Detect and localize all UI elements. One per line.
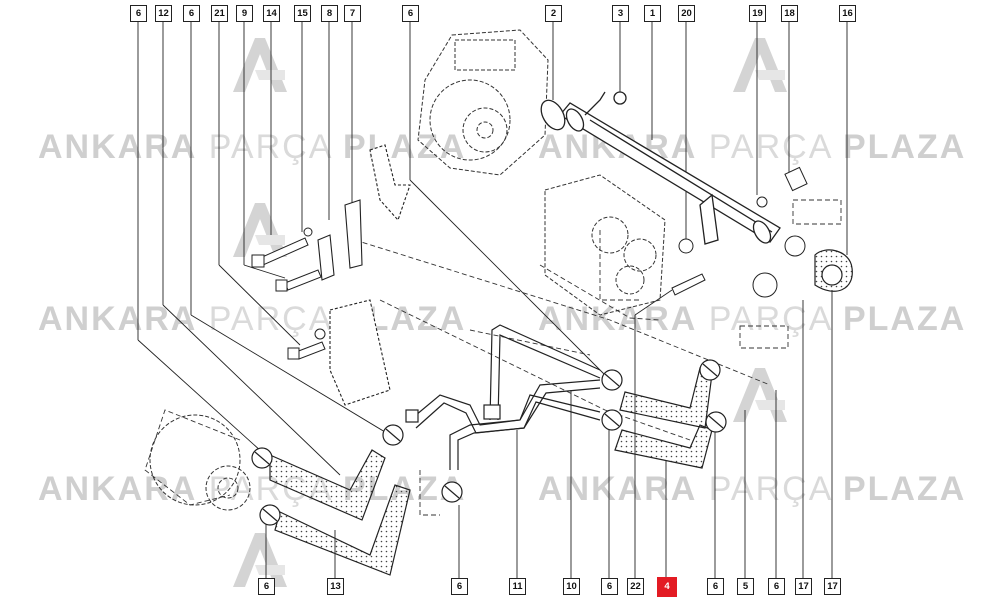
callout-bottom-10: 5 [737, 578, 754, 595]
watermark-brand-a: ANKARA [538, 470, 698, 508]
watermark-row-2-right: ANKARA PARÇA PLAZA [538, 300, 966, 339]
engine-block-top [417, 29, 549, 176]
callout-bottom-7: 22 [627, 578, 644, 595]
watermark-logo-icon [733, 38, 787, 92]
callout-top-5: 9 [236, 5, 253, 22]
watermark-logo-icon [233, 38, 287, 92]
hose-clips [251, 359, 727, 526]
watermark-brand-a: ANKARA [38, 300, 198, 338]
callout-top-1: 6 [130, 5, 147, 22]
hose-left-lower [274, 484, 411, 576]
callout-top-8: 8 [321, 5, 338, 22]
watermark-brand-b: PARÇA [208, 300, 332, 338]
thermostat-housing [544, 174, 666, 316]
callout-bottom-11: 6 [768, 578, 785, 595]
watermark-row-1-left: ANKARA PARÇA PLAZA [38, 128, 466, 167]
watermark-brand-c: PLAZA [342, 128, 467, 166]
callout-top-6: 14 [263, 5, 280, 22]
callout-top-13: 1 [644, 5, 661, 22]
hose-right-upper [619, 367, 713, 429]
watermark-brand-b: PARÇA [208, 128, 332, 166]
watermark-logo-icon [233, 203, 287, 257]
callout-top-2: 12 [155, 5, 172, 22]
watermark-logo-icon [733, 368, 787, 422]
hose-right-outlet [814, 249, 853, 292]
watermark-brand-b: PARÇA [708, 470, 832, 508]
callout-top-17: 16 [839, 5, 856, 22]
callout-bottom-2: 13 [327, 578, 344, 595]
watermark-brand-a: ANKARA [38, 128, 198, 166]
hose-right-lower [614, 424, 713, 469]
watermark-brand-c: PLAZA [842, 128, 967, 166]
watermark-brand-a: ANKARA [38, 470, 198, 508]
callout-top-14: 20 [678, 5, 695, 22]
callout-top-4: 21 [211, 5, 228, 22]
metal-pipes [409, 324, 601, 470]
watermark-brand-c: PLAZA [842, 470, 967, 508]
callout-top-7: 15 [294, 5, 311, 22]
callout-bottom-3: 6 [451, 578, 468, 595]
hose-left-upper [269, 449, 386, 521]
watermark-brand-b: PARÇA [708, 300, 832, 338]
turbo-left [149, 414, 251, 511]
callout-bottom-4: 11 [509, 578, 526, 595]
callout-top-12: 3 [612, 5, 629, 22]
callout-bottom-9: 6 [707, 578, 724, 595]
watermark-brand-b: PARÇA [708, 128, 832, 166]
callout-bottom-highlighted: 4 [657, 577, 677, 597]
fasteners-top-right [671, 166, 808, 298]
callout-bottom-12: 17 [795, 578, 812, 595]
callout-top-10: 6 [402, 5, 419, 22]
callout-top-15: 19 [749, 5, 766, 22]
watermark-brand-a: ANKARA [538, 300, 698, 338]
watermark-row-3-right: ANKARA PARÇA PLAZA [538, 470, 966, 509]
callout-bottom-1: 6 [258, 578, 275, 595]
watermark-logo-icon [233, 533, 287, 587]
coolant-pipe [540, 91, 781, 245]
bolts [251, 227, 326, 360]
callout-top-11: 2 [545, 5, 562, 22]
callout-top-16: 18 [781, 5, 798, 22]
callout-top-3: 6 [183, 5, 200, 22]
callout-top-9: 7 [344, 5, 361, 22]
dashed-assembly-lines [144, 199, 842, 516]
leader-lines [137, 18, 848, 578]
callout-bottom-13: 17 [824, 578, 841, 595]
callout-bottom-6: 6 [601, 578, 618, 595]
brackets [317, 144, 411, 406]
callout-bottom-5: 10 [563, 578, 580, 595]
watermark-brand-c: PLAZA [842, 300, 967, 338]
